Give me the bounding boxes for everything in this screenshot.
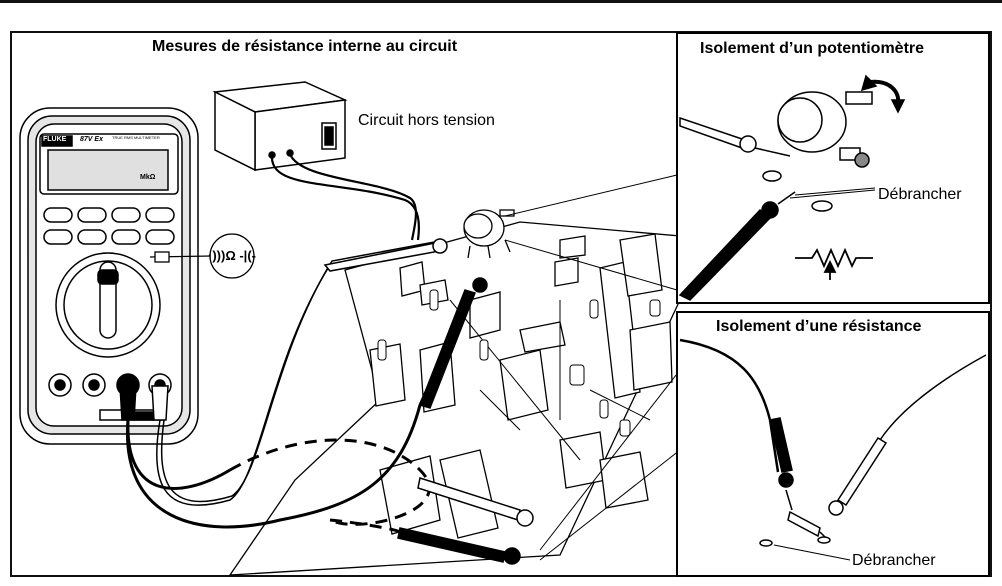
black-lead-dashed [229,438,431,537]
main-title: Mesures de résistance interne au circuit [152,38,458,55]
circuit-label: Circuit hors tension [358,112,495,129]
function-callout [149,233,255,279]
inset-pot-title: Isolement d’un potentiomètre [700,40,925,57]
meter-model: 87V Ex [80,136,103,143]
inset-res-title: Isolement d’une résistance [716,318,922,335]
white-lead [155,240,441,506]
inset-pot-drawing [678,74,906,301]
zoom-lines [504,174,681,561]
function-symbols: ·)))Ω -|(- [208,248,256,263]
main-probes [323,238,534,565]
inset-pot-disconnect-label: Débrancher [878,186,962,203]
black-lead [125,294,472,529]
meter-model-sub: TRUE RMS MULTIMETER [112,135,160,140]
top-rule [0,0,1002,3]
potentiometer-symbol [795,247,873,280]
inset-res-drawing [679,338,987,561]
inset-res-disconnect-label: Débrancher [852,552,936,569]
multimeter [19,107,199,445]
board-potentiometer [463,209,515,259]
inset-res-frame [676,311,990,577]
circuit-board [228,221,681,576]
meter-display-unit: MkΩ [140,174,156,181]
probe-plugs [119,385,169,421]
power-box [212,81,348,172]
board-details [377,289,661,461]
power-leads [270,153,421,241]
meter-brand: FLUKE [43,136,67,143]
